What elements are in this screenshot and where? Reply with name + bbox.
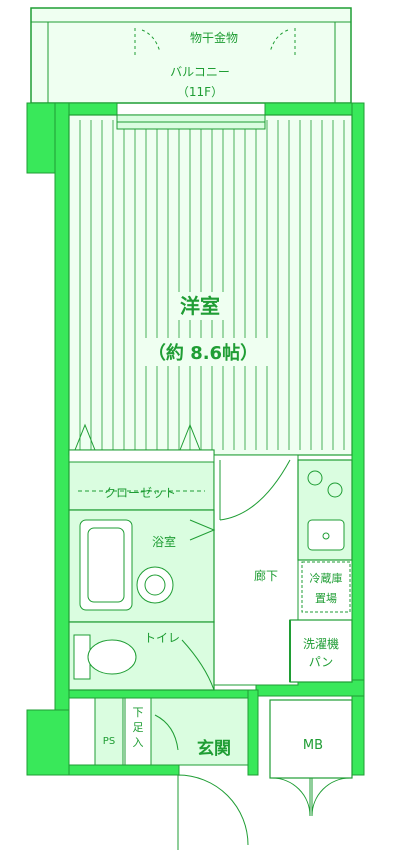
mb-label: MB bbox=[303, 738, 323, 753]
balcony-floor-label: （11F） bbox=[177, 85, 223, 99]
toilet-label: トイレ bbox=[144, 631, 180, 645]
ps-label: PS bbox=[103, 736, 115, 747]
shoe-label-3: 入 bbox=[133, 736, 144, 749]
washer-pan bbox=[289, 619, 353, 683]
entrance-label: 玄関 bbox=[197, 738, 231, 759]
corridor bbox=[213, 454, 299, 686]
ps-shaft bbox=[94, 697, 124, 766]
bathroom bbox=[68, 509, 216, 623]
balcony-label: バルコニー bbox=[170, 65, 230, 79]
western-room-size-label: （約 8.6帖） bbox=[148, 342, 258, 364]
fridge-label-1: 冷蔵庫 bbox=[310, 571, 343, 585]
hanger-label: 物干金物 bbox=[190, 30, 238, 45]
shoe-box bbox=[124, 697, 152, 766]
fridge-label-2: 置場 bbox=[315, 592, 337, 605]
closet-label: クローゼット bbox=[104, 486, 176, 500]
closet-doors bbox=[74, 423, 201, 451]
toilet-room bbox=[68, 621, 215, 691]
balcony bbox=[30, 7, 352, 104]
bath-label: 浴室 bbox=[152, 534, 176, 549]
western-room bbox=[68, 114, 353, 456]
corridor-label: 廊下 bbox=[254, 568, 278, 583]
washer-label-1: 洗濯機 bbox=[303, 636, 339, 651]
kitchen bbox=[297, 459, 353, 561]
shoe-label-2: 足 bbox=[133, 721, 144, 734]
closet bbox=[68, 449, 215, 511]
western-room-label: 洋室 bbox=[180, 294, 220, 318]
fridge-space bbox=[301, 561, 351, 613]
shoe-label-1: 下 bbox=[133, 706, 144, 719]
meter-box bbox=[269, 699, 353, 817]
washer-label-2: パン bbox=[309, 655, 334, 669]
entrance bbox=[150, 697, 249, 850]
